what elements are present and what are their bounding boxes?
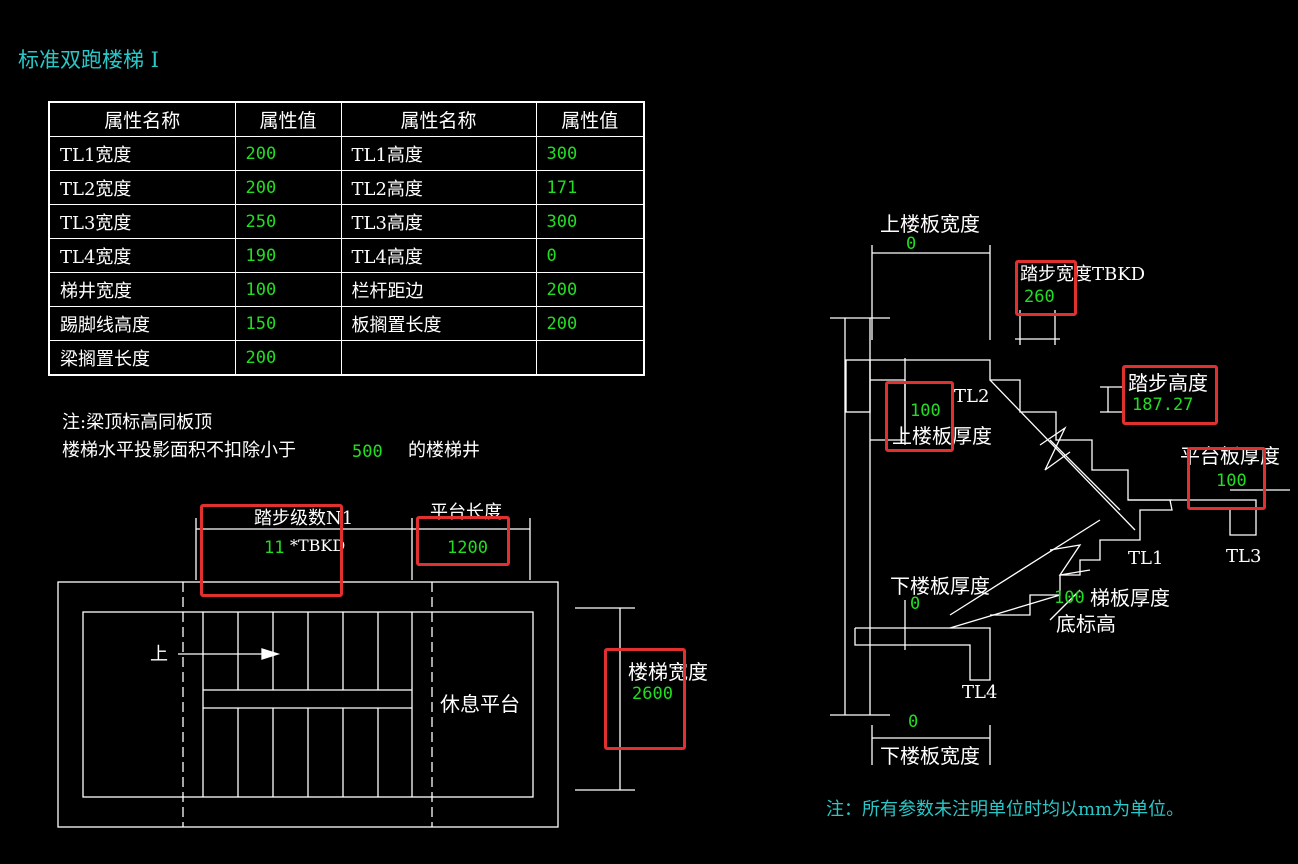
column-header: 属性名称 [340, 101, 537, 137]
note-stairwell-prefix: 楼梯水平投影面积不扣除小于 [62, 440, 296, 461]
property-value-input[interactable]: 100 [234, 272, 342, 307]
property-value-input[interactable]: 250 [234, 204, 342, 239]
note-stairwell-suffix: 的楼梯井 [408, 440, 480, 461]
highlight-upper-slab-box [885, 381, 954, 452]
stair-width-value[interactable]: 2600 [632, 684, 673, 704]
table-row: 梁搁置长度 200 [48, 340, 645, 376]
property-value-input[interactable]: 200 [234, 170, 342, 205]
lower-slab-thickness-label: 下楼板厚度 [890, 574, 990, 598]
note-beam-top: 注:梁顶标高同板顶 [62, 412, 213, 433]
column-header: 属性值 [535, 101, 645, 137]
upper-slab-thickness-label: 上楼板厚度 [892, 424, 992, 448]
tread-width-label: 踏步宽度TBKD [1020, 264, 1146, 285]
table-row: 踢脚线高度 150 板搁置长度 200 [48, 306, 645, 341]
table-row: TL3宽度 250 TL3高度 300 [48, 204, 645, 239]
stair-width-label: 楼梯宽度 [628, 660, 708, 684]
property-value-input[interactable]: 150 [234, 306, 342, 341]
unit-footnote: 注：所有参数未注明单位时均以mm为单位。 [826, 799, 1185, 820]
upper-slab-thickness-value[interactable]: 100 [910, 401, 941, 421]
table-row: 梯井宽度 100 栏杆距边 200 [48, 272, 645, 307]
tread-height-value[interactable]: 187.27 [1132, 395, 1194, 415]
property-value-input[interactable]: 300 [535, 136, 645, 171]
steps-count-value[interactable]: 11 [264, 538, 285, 558]
highlight-width-box [604, 648, 686, 750]
property-value-input[interactable]: 190 [234, 238, 342, 273]
page-title: 标准双跑楼梯 I [18, 48, 159, 72]
highlight-tread-height-box [1122, 365, 1218, 425]
bottom-elevation-label: 底标高 [1056, 612, 1116, 636]
lower-slab-thickness-value[interactable]: 0 [910, 594, 921, 614]
upper-slab-width-value[interactable]: 0 [906, 234, 917, 254]
highlight-tread-width-box [1015, 260, 1077, 316]
rest-platform-label: 休息平台 [440, 692, 520, 716]
property-name: TL2宽度 [48, 170, 236, 205]
steps-suffix: *TBKD [290, 536, 346, 555]
up-direction-label: 上 [150, 644, 168, 665]
tl2-label: TL2 [954, 386, 990, 407]
property-value-input[interactable]: 200 [535, 306, 645, 341]
highlight-steps-box [200, 504, 343, 597]
platform-thickness-value[interactable]: 100 [1216, 471, 1247, 491]
property-table: 属性名称 属性值 属性名称 属性值 TL1宽度 200 TL1高度 300 TL… [48, 101, 645, 376]
lower-slab-width-value[interactable]: 0 [908, 712, 919, 732]
section-view-drawing [830, 245, 1290, 765]
stair-slab-thickness-label: 梯板厚度 [1090, 586, 1170, 610]
empty-cell [340, 340, 537, 376]
tl3-label: TL3 [1226, 546, 1262, 567]
highlight-platform-box [1187, 447, 1266, 510]
tread-height-label: 踏步高度 [1128, 371, 1208, 395]
property-name: TL2高度 [340, 170, 537, 205]
property-name: TL3高度 [340, 204, 537, 239]
property-name: 板搁置长度 [340, 306, 537, 341]
empty-cell [535, 340, 645, 376]
plan-view-drawing [57, 518, 635, 828]
property-value-input[interactable]: 200 [234, 136, 342, 171]
tread-width-value[interactable]: 260 [1024, 287, 1055, 307]
landing-length-value[interactable]: 1200 [447, 538, 488, 558]
tl1-label: TL1 [1128, 548, 1164, 569]
table-row: TL2宽度 200 TL2高度 171 [48, 170, 645, 205]
tl4-label: TL4 [962, 682, 998, 703]
property-name: TL4宽度 [48, 238, 236, 273]
table-row: TL1宽度 200 TL1高度 300 [48, 136, 645, 171]
property-name: 踢脚线高度 [48, 306, 236, 341]
stairwell-min-value[interactable]: 500 [352, 442, 383, 462]
property-name: TL4高度 [340, 238, 537, 273]
highlight-landing-box [416, 516, 510, 566]
lower-slab-width-label: 下楼板宽度 [880, 744, 980, 768]
property-name: TL3宽度 [48, 204, 236, 239]
upper-slab-width-label: 上楼板宽度 [880, 212, 980, 236]
property-name: 梁搁置长度 [48, 340, 236, 376]
stair-slab-thickness-value[interactable]: 100 [1054, 588, 1085, 608]
property-value-input[interactable]: 300 [535, 204, 645, 239]
property-name: 栏杆距边 [340, 272, 537, 307]
steps-count-label: 踏步级数N1 [254, 508, 354, 529]
